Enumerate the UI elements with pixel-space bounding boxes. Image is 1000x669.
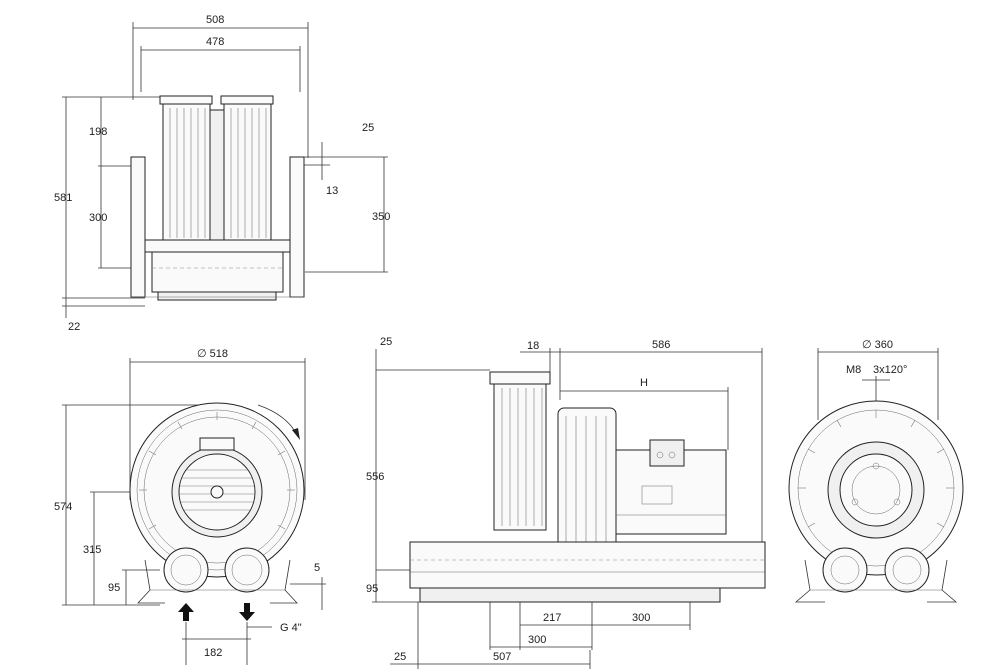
dim-22: 22 [68, 321, 80, 333]
dim-556: 556 [366, 471, 384, 483]
dim-95-side: 95 [366, 583, 378, 595]
dim-5: 5 [314, 562, 320, 574]
dim-478: 478 [206, 36, 224, 48]
inlet-arrow-icon [178, 603, 194, 621]
dim-198: 198 [89, 126, 107, 138]
side-view: 25 18 586 H 556 95 [366, 336, 766, 669]
top-view: 508 478 581 198 300 22 25 13 350 [54, 14, 390, 333]
dim-25-top: 25 [362, 122, 374, 134]
dim-18: 18 [527, 340, 539, 352]
bolt-label-angle: 3x120° [873, 364, 907, 376]
dim-586: 586 [652, 339, 670, 351]
rear-view: ∅ 360 M8 3x120° [788, 339, 964, 603]
dim-581: 581 [54, 192, 72, 204]
dim-300-side-right: 300 [632, 612, 650, 624]
dim-350: 350 [372, 211, 390, 223]
port-thread-label: G 4" [280, 622, 302, 634]
dim-182: 182 [204, 647, 222, 659]
dim-25-side-bottom: 25 [394, 651, 406, 663]
dim-25-side-top: 25 [380, 336, 392, 348]
dim-95-front: 95 [108, 582, 120, 594]
dim-h: H [640, 377, 648, 389]
outlet-arrow-icon [239, 603, 255, 621]
dim-507: 507 [493, 651, 511, 663]
dim-diameter-518: ∅ 518 [197, 348, 228, 360]
dim-diameter-360: ∅ 360 [862, 339, 893, 351]
front-view: ∅ 518 574 315 95 5 [54, 348, 326, 665]
dim-13: 13 [326, 185, 338, 197]
dim-508: 508 [206, 14, 224, 26]
dim-300-top: 300 [89, 212, 107, 224]
dim-217: 217 [543, 612, 561, 624]
dim-315: 315 [83, 544, 101, 556]
dim-574: 574 [54, 501, 72, 513]
dim-300-side-left: 300 [528, 634, 546, 646]
bolt-label-m8: M8 [846, 364, 861, 376]
